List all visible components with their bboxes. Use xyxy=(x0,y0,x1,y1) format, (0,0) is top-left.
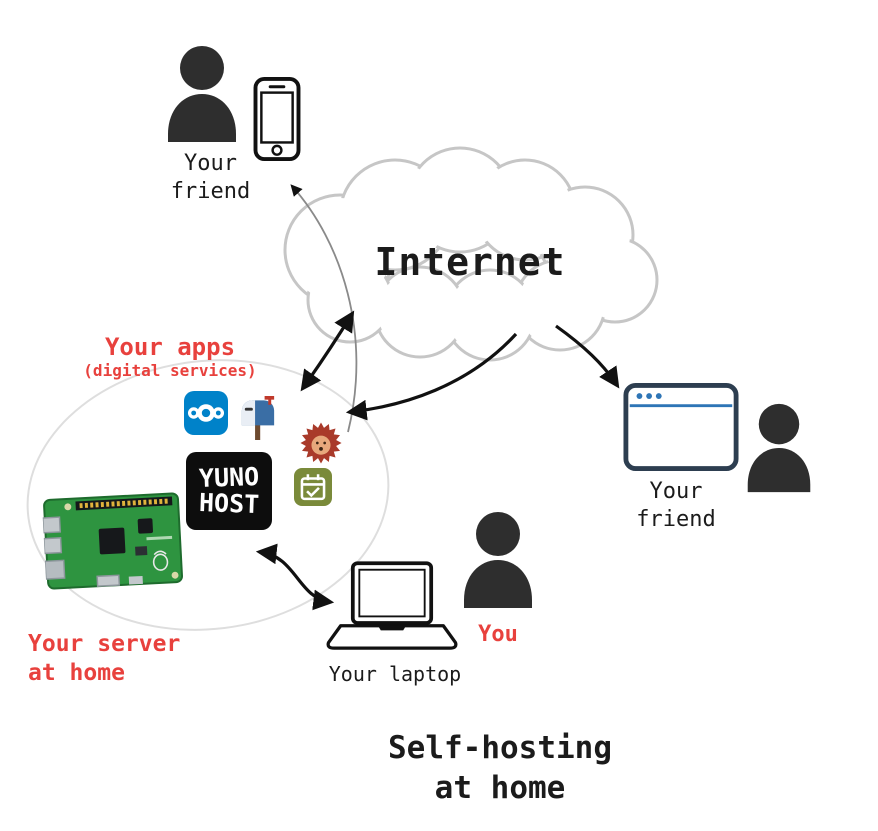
server-label-line2: at home xyxy=(28,660,125,686)
browser-window-icon xyxy=(623,383,739,471)
laptop-icon xyxy=(326,561,458,650)
person-icon-you xyxy=(464,512,532,608)
yunohost-logo-line2: HOST xyxy=(198,487,260,520)
friend-right-label: Your friend xyxy=(606,478,746,534)
friend-top-label: Your friend xyxy=(138,150,283,206)
yunohost-logo: YUNO HOST xyxy=(186,452,272,530)
page-title: Self-hosting at home xyxy=(330,728,670,808)
nextcloud-icon xyxy=(184,391,228,435)
raspberry-pi-icon xyxy=(41,492,183,590)
friend-top-label-line2: friend xyxy=(170,179,251,204)
mailbox-icon xyxy=(241,396,275,440)
server-label-line1: Your server xyxy=(28,631,181,657)
calendar-tasks-icon xyxy=(294,468,332,506)
digital-services-label: (digital services) xyxy=(83,361,257,380)
page-title-line1: Self-hosting xyxy=(388,730,612,766)
you-label: You xyxy=(478,622,518,647)
server-label: Your server at home xyxy=(28,630,278,688)
internet-label: Internet xyxy=(374,240,566,284)
person-icon-friend-right xyxy=(747,403,811,493)
hedgehog-icon xyxy=(300,422,342,464)
person-icon-friend-top xyxy=(168,46,236,142)
friend-top-label-line1: Your xyxy=(184,151,237,176)
laptop-label: Your laptop xyxy=(328,662,462,686)
smartphone-icon xyxy=(253,76,301,162)
friend-right-label-line2: friend xyxy=(636,507,716,532)
your-apps-label: Your apps xyxy=(104,333,236,361)
page-title-line2: at home xyxy=(434,770,566,806)
friend-right-label-line1: Your xyxy=(649,479,703,504)
